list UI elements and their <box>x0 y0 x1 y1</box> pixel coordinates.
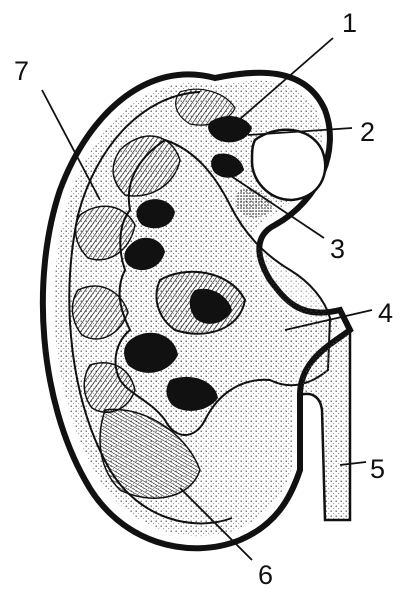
callout-label-5: 5 <box>370 454 385 484</box>
callout-label-6: 6 <box>258 560 273 590</box>
callout-label-4: 4 <box>378 298 393 328</box>
callout-label-2: 2 <box>360 117 375 147</box>
callout-label-3: 3 <box>330 234 345 264</box>
callout-label-1: 1 <box>342 8 357 38</box>
callout-label-7: 7 <box>14 56 29 86</box>
